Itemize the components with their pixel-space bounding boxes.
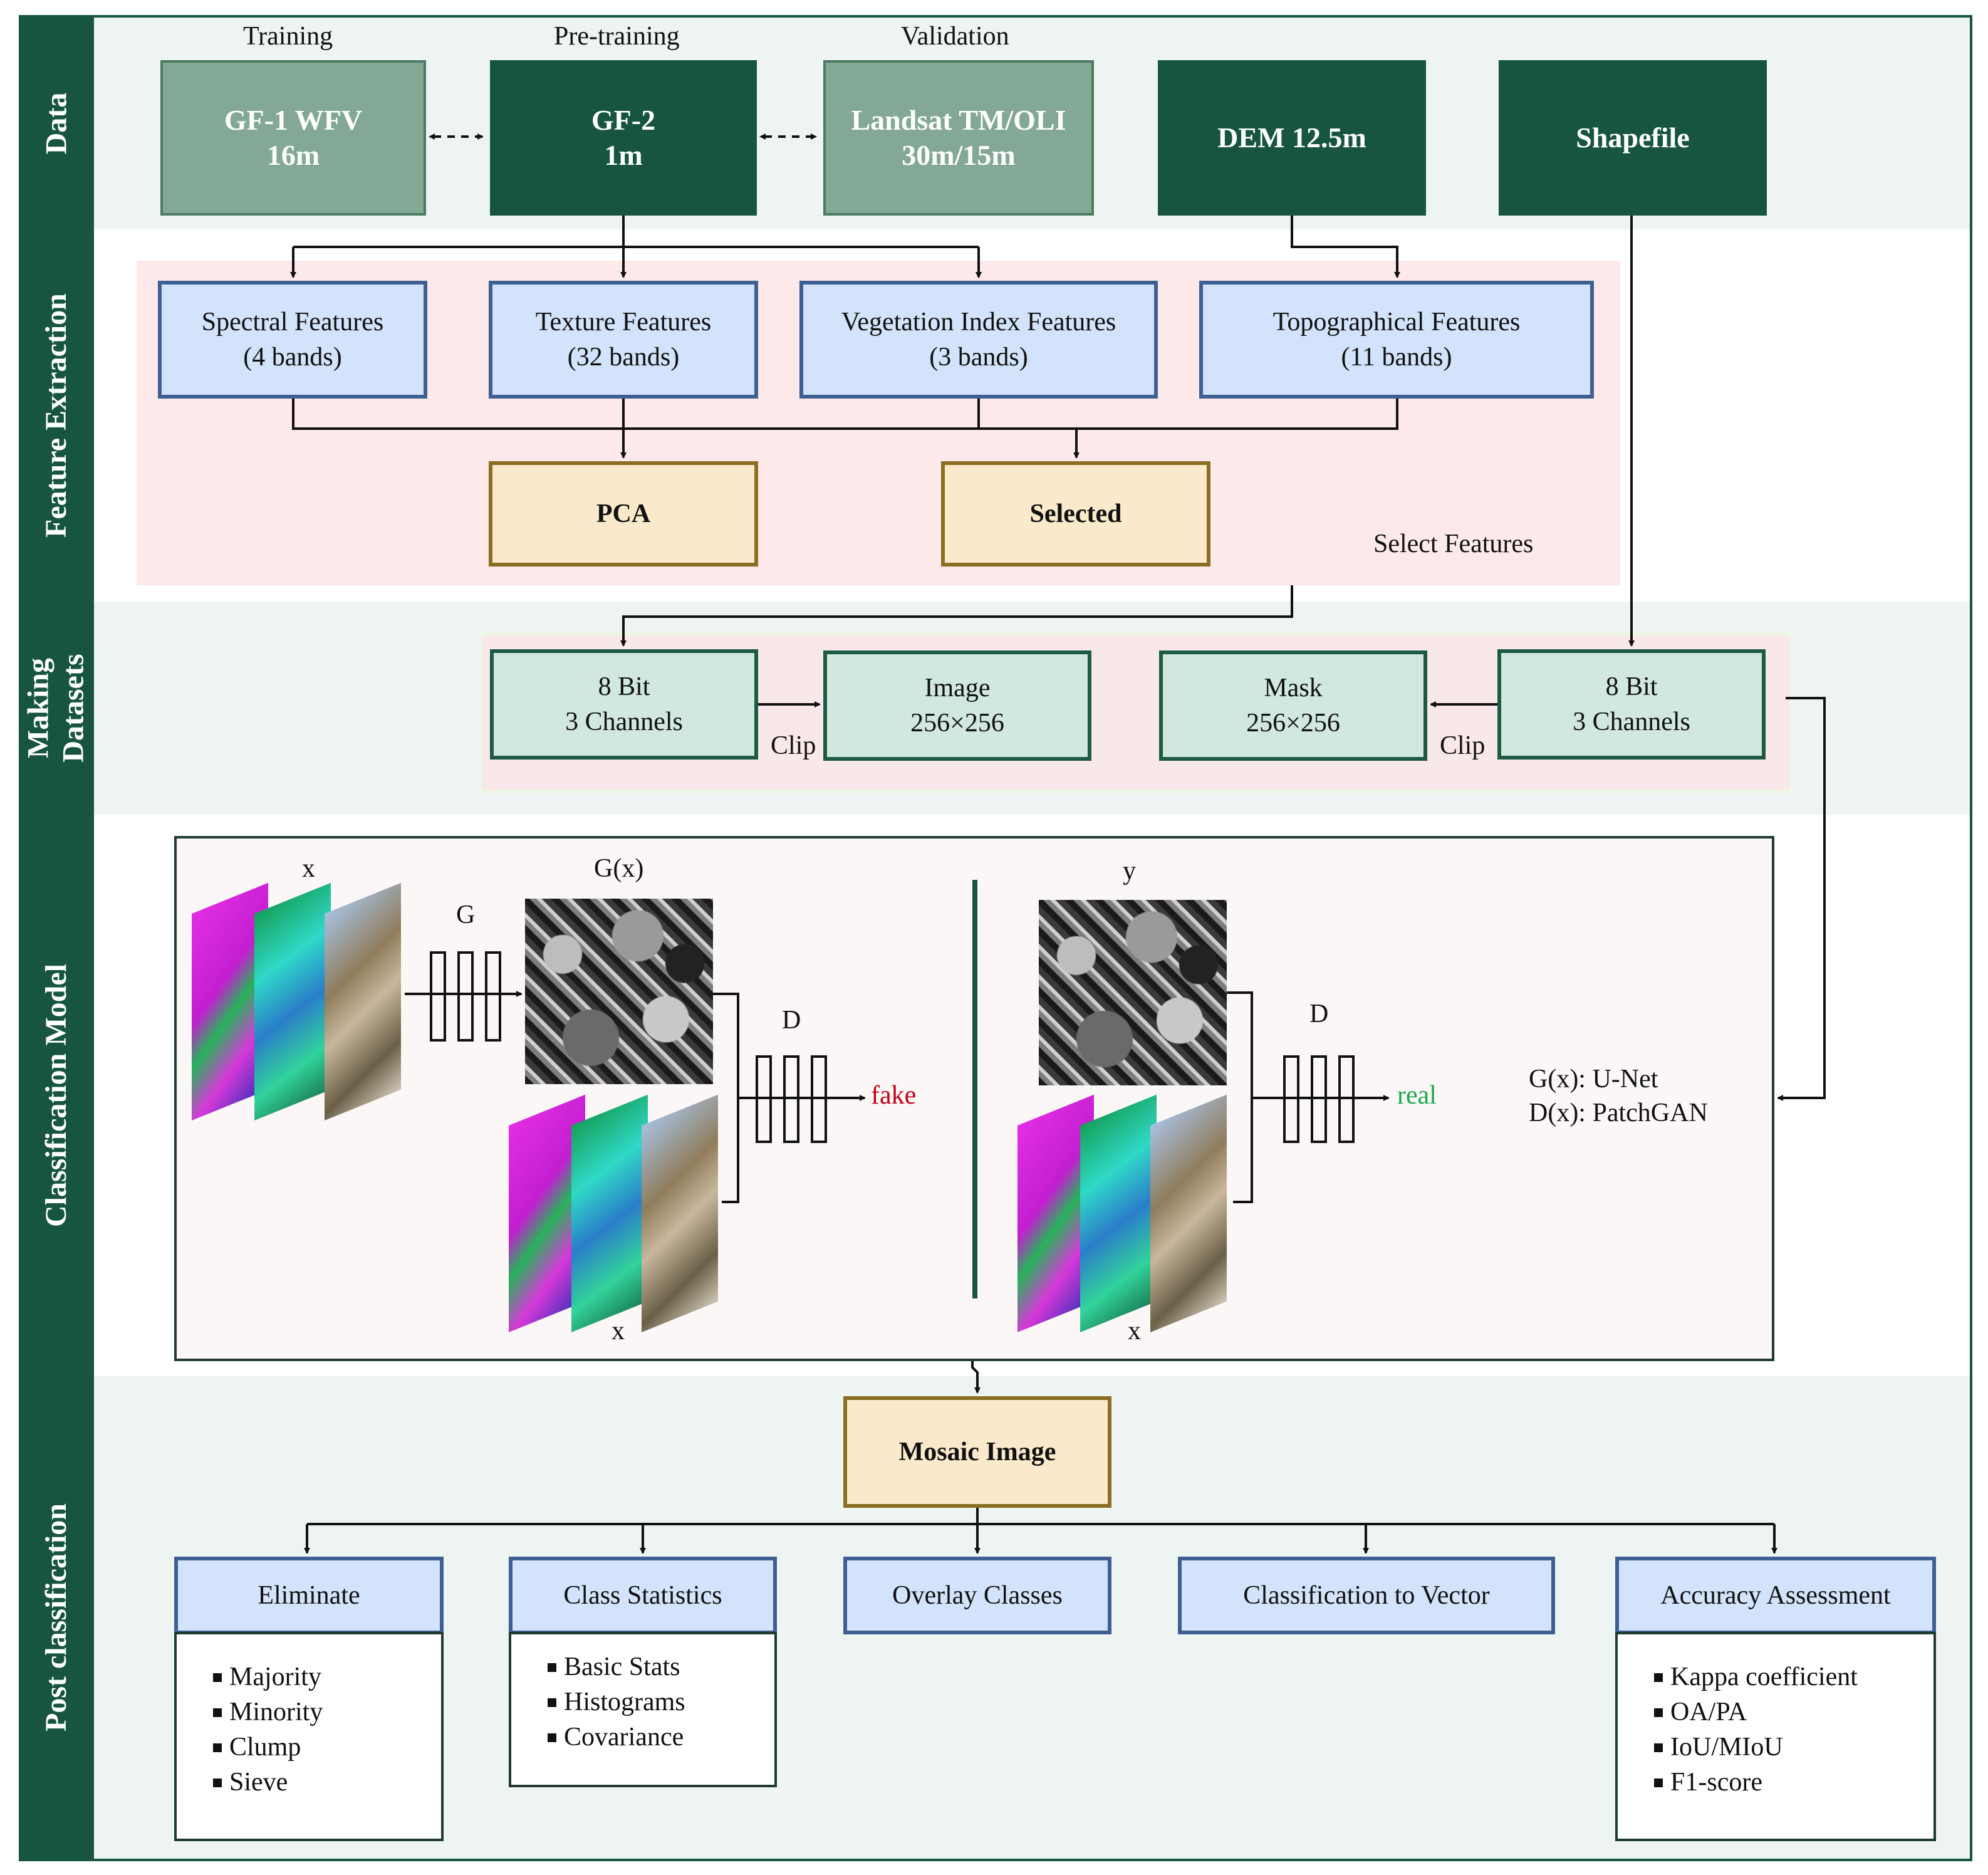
mosaic-image-box: Mosaic Image — [843, 1396, 1111, 1508]
list-item: Basic Stats — [511, 1649, 774, 1684]
list-item: Histograms — [511, 1684, 774, 1720]
dem-box: DEM 12.5m — [1158, 60, 1426, 216]
datasets-to-model — [1777, 697, 1826, 1101]
texture-features-box: Texture Features(32 bands) — [489, 281, 758, 399]
discriminator-label-right: D — [1309, 1000, 1329, 1028]
pca-box: PCA — [489, 461, 758, 567]
list-item: F1-score — [1618, 1765, 1933, 1800]
dem-to-topographical — [1291, 216, 1400, 278]
real-output-label: real — [1397, 1081, 1437, 1110]
accuracy-list: Kappa coefficient OA/PA IoU/MIoU F1-scor… — [1615, 1632, 1936, 1841]
overlay-classes-box: Overlay Classes — [843, 1557, 1111, 1634]
shapefile-box: Shapefile — [1499, 60, 1767, 216]
spectral-features-box: Spectral Features(4 bands) — [158, 281, 427, 399]
fake-output-label: fake — [871, 1081, 917, 1110]
stage-sidebar — [19, 15, 94, 1861]
gx-unet-label: G(x): U-Net — [1529, 1065, 1658, 1094]
discriminator-label-left: D — [782, 1006, 801, 1035]
ground-truth-mask-image — [1039, 900, 1227, 1085]
clip-label-left: Clip — [771, 731, 816, 760]
selected-box: Selected — [941, 461, 1210, 567]
list-item: Minority — [177, 1695, 441, 1730]
eliminate-list: Majority Minority Clump Sieve — [174, 1632, 444, 1841]
topographical-features-box: Topographical Features(11 bands) — [1199, 281, 1594, 399]
features-to-8bit — [620, 585, 1293, 647]
dx-patchgan-label: D(x): PatchGAN — [1529, 1099, 1708, 1127]
gx-output-label: G(x) — [594, 854, 644, 883]
caption-training: Training — [243, 22, 333, 51]
input-x-label-bottom-left: x — [611, 1317, 625, 1345]
list-item: Majority — [177, 1659, 441, 1695]
gf2-to-features — [292, 216, 979, 277]
classification-to-vector-box: Classification to Vector — [1178, 1557, 1555, 1634]
list-item: OA/PA — [1618, 1695, 1933, 1730]
list-item: Covariance — [511, 1720, 774, 1755]
class-statistics-list: Basic Stats Histograms Covariance — [509, 1632, 777, 1787]
model-to-mosaic — [971, 1361, 981, 1394]
caption-pretraining: Pre-training — [554, 22, 680, 51]
list-item: Sieve — [177, 1765, 441, 1800]
list-item: Kappa coefficient — [1618, 1659, 1933, 1695]
caption-validation: Validation — [901, 22, 1009, 51]
input-x-label-bottom-right: x — [1128, 1317, 1141, 1345]
generator-label: G — [456, 901, 476, 929]
list-item: IoU/MIoU — [1618, 1730, 1933, 1765]
select-features-label: Select Features — [1373, 530, 1534, 558]
features-to-pca-selected — [292, 399, 1398, 457]
generated-mask-image — [525, 899, 713, 1084]
target-y-label: y — [1123, 857, 1136, 885]
mosaic-to-post-tools — [307, 1508, 1774, 1525]
clip-label-right: Clip — [1440, 731, 1486, 760]
list-item: Clump — [177, 1730, 441, 1765]
generator-block — [430, 951, 501, 1042]
input-x-label-top-left: x — [302, 854, 315, 883]
vegetation-index-features-box: Vegetation Index Features(3 bands) — [799, 281, 1158, 399]
